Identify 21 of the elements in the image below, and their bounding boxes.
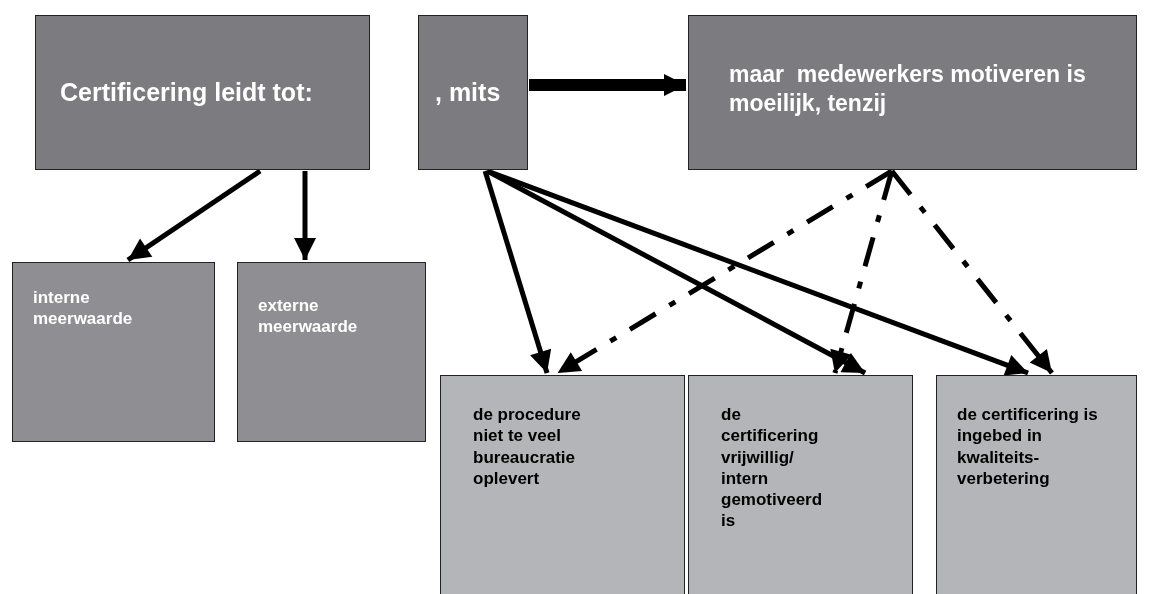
arrow (294, 171, 317, 260)
arrow (529, 74, 686, 97)
process-box (237, 262, 426, 442)
process-box (12, 262, 215, 442)
process-box (936, 375, 1137, 594)
box-text: de certificering vrijwillig/ intern gemotiveerd is (721, 404, 824, 532)
process-box (35, 15, 370, 170)
box-text: de procedure niet te veel bureaucratie oplevert (473, 404, 582, 489)
process-box (688, 375, 913, 594)
box-text: interne meerwaarde (33, 287, 134, 330)
arrow (126, 168, 262, 263)
box-text: , mits (435, 76, 501, 108)
box-text: externe meerwaarde (258, 295, 359, 338)
box-text: Certificering leidt tot: (60, 76, 313, 108)
process-box (688, 15, 1137, 170)
process-box (440, 375, 685, 594)
arrow (482, 170, 552, 374)
box-text: maar medewerkers motiveren is moeilijk, tenzij (729, 60, 1087, 118)
arrow (889, 169, 1054, 375)
process-box (418, 15, 528, 170)
box-text: de certificering is ingebed in kwaliteits-verbetering (957, 404, 1099, 489)
